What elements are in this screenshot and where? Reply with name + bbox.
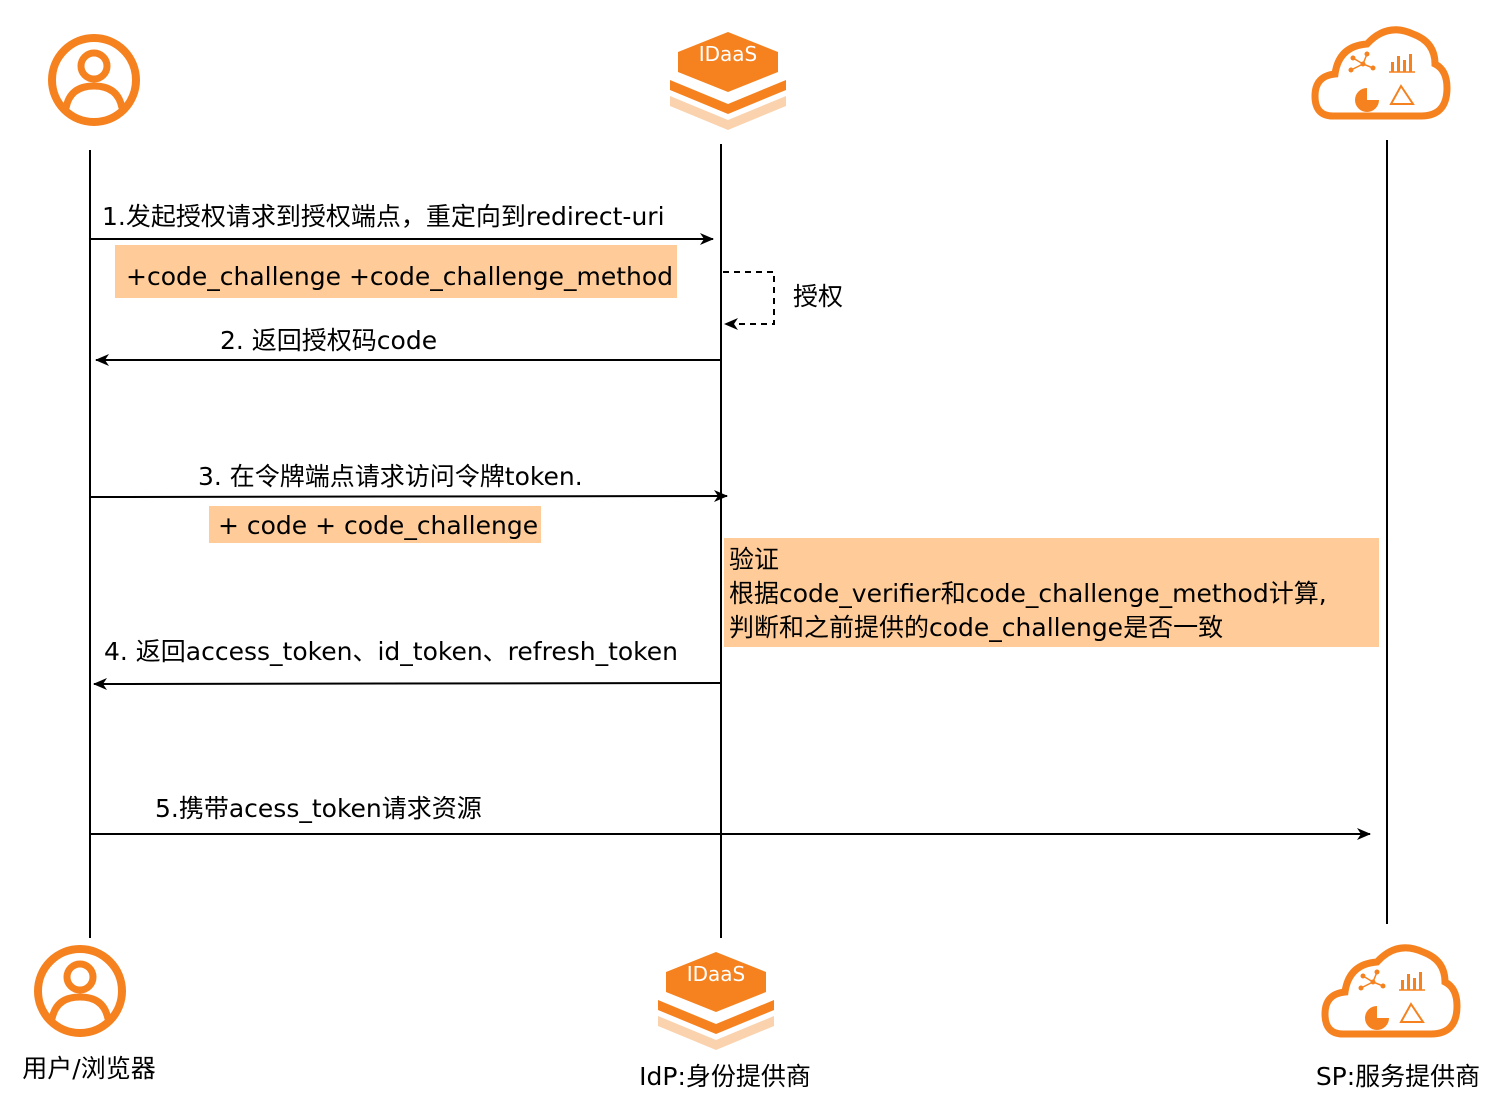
message-1-note: +code_challenge +code_challenge_method (126, 262, 673, 291)
self-authorize-arrow (723, 271, 775, 330)
idaas-logo-icon: IDaaS (670, 32, 786, 130)
self-authorize-label: 授权 (793, 282, 843, 311)
participant-user-label: 用户/浏览器 (22, 1054, 155, 1083)
participant-idp-label: IdP:身份提供商 (639, 1062, 811, 1091)
message-3-arrow (90, 490, 728, 503)
verify-note-box (724, 538, 1379, 647)
participant-sp-label: SP:服务提供商 (1316, 1062, 1480, 1091)
message-3-label: 3. 在令牌端点请求访问令牌token. (198, 462, 583, 491)
message-1-label: 1.发起授权请求到授权端点，重定向到redirect-uri (102, 202, 665, 231)
message-5-label: 5.携带acess_token请求资源 (155, 794, 482, 823)
user-icon (34, 945, 126, 1037)
verify-note-line-3: 判断和之前提供的code_challenge是否一致 (729, 613, 1223, 642)
idaas-logo-text: IDaaS (687, 962, 746, 986)
idaas-logo-text: IDaaS (699, 42, 758, 66)
message-3-note-box (209, 506, 541, 543)
message-1-note-box (115, 245, 677, 298)
user-icon (48, 34, 140, 126)
cloud-service-icon (1321, 944, 1461, 1038)
cloud-service-icon (1311, 26, 1451, 120)
message-4-label: 4. 返回access_token、id_token、refresh_token (104, 637, 678, 666)
message-2-label: 2. 返回授权码code (220, 326, 437, 355)
message-3-note: + code + code_challenge (218, 511, 538, 540)
idaas-logo-icon: IDaaS (658, 952, 774, 1050)
message-4-arrow (93, 677, 723, 690)
verify-note-title: 验证 (729, 545, 779, 574)
verify-note-line-2: 根据code_verifier和code_challenge_method计算, (729, 579, 1327, 608)
